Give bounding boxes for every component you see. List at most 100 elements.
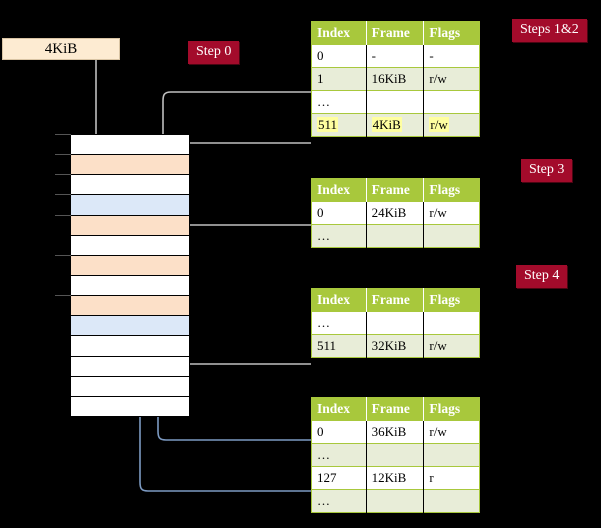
table-header-row: Index Frame Flags	[311, 288, 480, 312]
table-cell: 511	[311, 113, 367, 137]
table-cell: 0	[311, 420, 367, 444]
memory-row	[70, 214, 190, 236]
table-cell	[423, 311, 480, 335]
col-flags: Flags	[423, 21, 480, 45]
table-cell: …	[311, 489, 367, 513]
table-cell	[366, 489, 425, 513]
table-cell	[366, 90, 425, 114]
table-cell	[366, 311, 425, 335]
table-cell	[366, 224, 425, 248]
table-row: …	[311, 90, 480, 114]
memory-row	[70, 154, 190, 176]
badge-step-3: Step 3	[521, 159, 573, 182]
table-cell: 0	[311, 44, 367, 68]
table-cell: r/w	[423, 113, 480, 137]
table-cell: r/w	[423, 67, 480, 91]
memory-tick-mark	[55, 134, 71, 135]
cell-highlight: r/w	[429, 117, 449, 132]
memory-column	[55, 134, 190, 417]
col-index: Index	[311, 288, 367, 312]
table-cell	[423, 443, 480, 467]
table-row: …	[311, 443, 480, 467]
table-cell: 511	[311, 334, 367, 358]
table-cell: r/w	[423, 334, 480, 358]
source-block-4kib: 4KiB	[2, 38, 120, 60]
cell-highlight: 4KiB	[371, 117, 402, 132]
memory-row	[70, 174, 190, 196]
memory-tick-mark	[55, 214, 71, 216]
memory-tick-mark	[55, 174, 71, 176]
table-cell: r/w	[423, 201, 480, 225]
col-flags: Flags	[423, 397, 480, 421]
table-cell	[423, 90, 480, 114]
memory-row	[70, 194, 190, 216]
memory-row	[70, 315, 190, 337]
badge-step-0: Step 0	[188, 41, 240, 64]
table-header-row: Index Frame Flags	[311, 178, 480, 202]
memory-row	[70, 295, 190, 317]
badge-step-4-label: Step 4	[524, 268, 560, 283]
col-index: Index	[311, 178, 367, 202]
memory-tick-mark	[55, 154, 71, 156]
source-block-label: 4KiB	[44, 40, 78, 57]
table-cell: -	[423, 44, 480, 68]
table-cell: …	[311, 443, 367, 467]
col-frame: Frame	[366, 178, 425, 202]
memory-row	[70, 395, 190, 417]
memory-row	[70, 335, 190, 357]
col-index: Index	[311, 21, 367, 45]
memory-tick-mark	[55, 295, 71, 297]
col-frame: Frame	[366, 288, 425, 312]
memory-tick-mark	[55, 194, 71, 196]
memory-row	[70, 254, 190, 276]
table-cell: 24KiB	[366, 201, 425, 225]
table-row: …	[311, 311, 480, 335]
table-cell	[366, 443, 425, 467]
col-frame: Frame	[366, 397, 425, 421]
table-row: 511 4KiB r/w	[311, 113, 480, 137]
table-cell: 0	[311, 201, 367, 225]
badge-steps-1-2-label: Steps 1&2	[520, 22, 579, 37]
memory-row	[70, 355, 190, 377]
memory-row	[70, 275, 190, 297]
badge-step-4: Step 4	[516, 265, 568, 288]
table-cell	[423, 489, 480, 513]
cell-highlight: 511	[317, 117, 339, 132]
memory-row	[70, 234, 190, 256]
badge-step-3-label: Step 3	[529, 162, 565, 177]
table-cell: 16KiB	[366, 67, 425, 91]
badge-step-0-label: Step 0	[196, 44, 232, 59]
col-frame: Frame	[366, 21, 425, 45]
table-cell: …	[311, 311, 367, 335]
wire-memory-to-table1	[174, 142, 311, 164]
table-cell: -	[366, 44, 425, 68]
wire-table3-to-memory	[171, 298, 311, 365]
table-row: …	[311, 224, 480, 248]
table-row: 0--	[311, 44, 480, 68]
table-cell: 127	[311, 466, 367, 490]
table-header-row: Index Frame Flags	[311, 21, 480, 45]
table-cell: 32KiB	[366, 334, 425, 358]
table-cell: 4KiB	[366, 113, 425, 137]
table-cell	[423, 224, 480, 248]
memory-tick-mark	[55, 254, 71, 256]
badge-steps-1-2: Steps 1&2	[512, 19, 587, 42]
table-cell: 1	[311, 67, 367, 91]
memory-row	[70, 375, 190, 397]
table-cell: …	[311, 90, 367, 114]
table-header-row: Index Frame Flags	[311, 397, 480, 421]
wire-table2-to-memory	[174, 224, 311, 259]
